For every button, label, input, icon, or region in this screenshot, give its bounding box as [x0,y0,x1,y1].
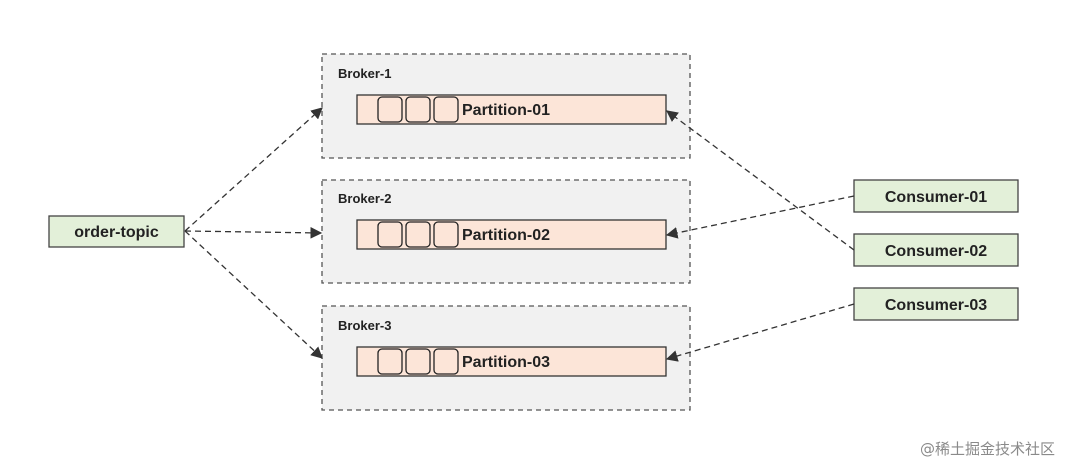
partition-label: Partition-02 [462,227,550,244]
message-slot [433,221,459,248]
message-slot [405,348,431,375]
broker-1: Broker-1 Partition-01 [321,53,691,159]
broker-label: Broker-3 [338,318,391,333]
broker-label: Broker-1 [338,66,391,81]
message-slot [405,96,431,123]
topic-to-broker-1-arrow [184,107,323,232]
message-slot [405,221,431,248]
consumer-label: Consumer-03 [885,297,987,314]
consumer-label: Consumer-02 [885,243,987,260]
message-slot [377,96,403,123]
partition-label: Partition-01 [462,102,550,119]
message-slot [433,96,459,123]
broker-2: Broker-2 Partition-02 [321,179,691,284]
consumer-03-to-partition-03-arrow [665,303,855,362]
order-topic-node[interactable]: order-topic [48,215,185,248]
partition-label: Partition-03 [462,354,550,371]
consumer-label: Consumer-01 [885,189,987,206]
message-slot [433,348,459,375]
consumer-01-to-partition-02-arrow [665,195,855,239]
topic-label: order-topic [74,224,159,241]
message-slot [377,348,403,375]
message-slot [377,221,403,248]
topic-to-broker-3-arrow [184,230,323,359]
consumer-01-node[interactable]: Consumer-01 [853,179,1019,213]
watermark: @稀土掘金技术社区 [919,440,1055,458]
broker-label: Broker-2 [338,191,391,206]
partition-03: Partition-03 [356,346,667,377]
topic-to-broker-2-arrow [184,226,323,239]
partition-01: Partition-01 [356,94,667,125]
consumer-03-node[interactable]: Consumer-03 [853,287,1019,321]
consumer-02-to-partition-01-arrow [666,110,855,251]
consumer-02-node[interactable]: Consumer-02 [853,233,1019,267]
broker-3: Broker-3 Partition-03 [321,305,691,411]
partition-02: Partition-02 [356,219,667,250]
